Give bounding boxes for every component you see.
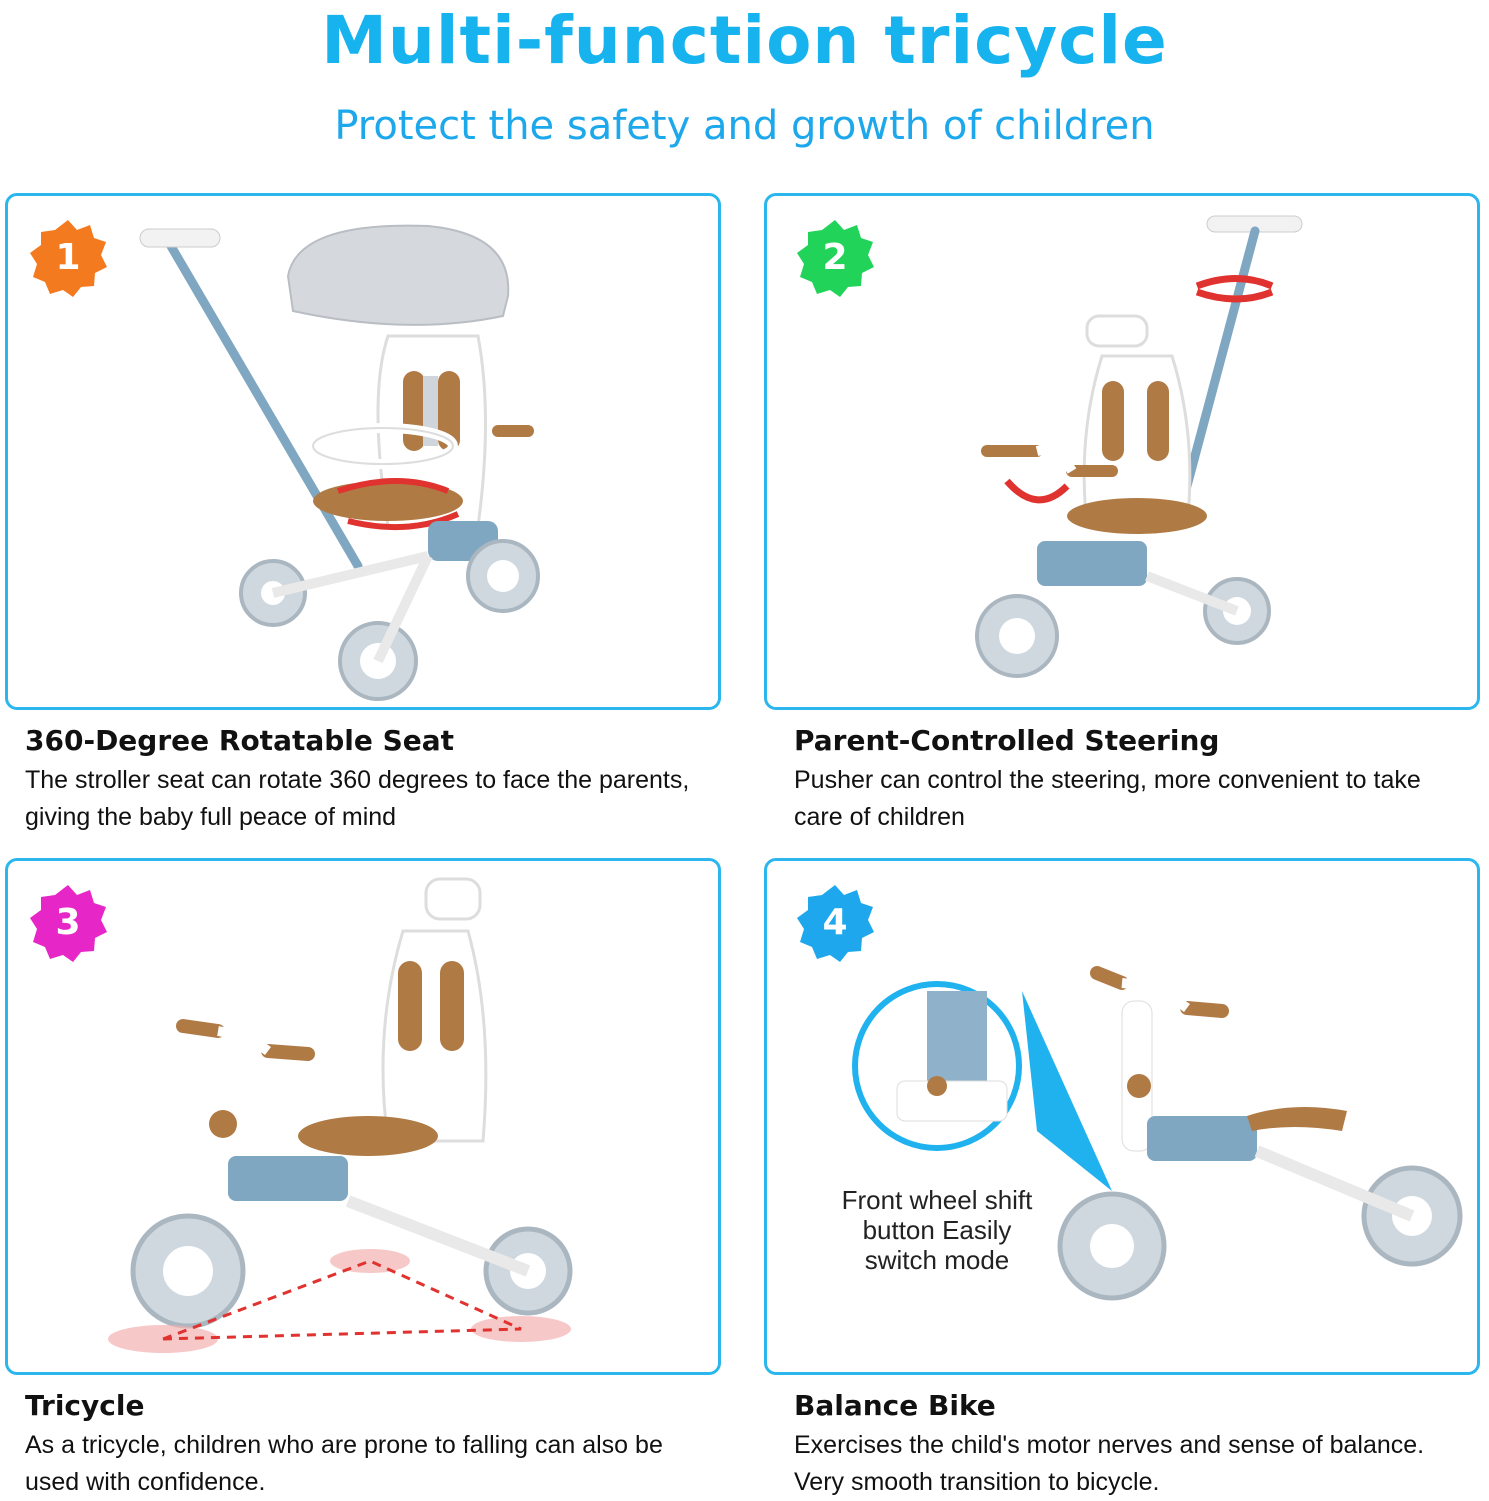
step-4-badge: 4	[795, 883, 875, 963]
step-1-badge: 1	[28, 218, 108, 298]
page-subtitle: Protect the safety and growth of childre…	[334, 103, 1155, 149]
feature-2-title: Parent-Controlled Steering	[794, 724, 1220, 757]
feature-3-description: As a tricycle, children who are prone to…	[25, 1431, 663, 1496]
starburst-icon	[797, 220, 874, 297]
page-title: Multi-function tricycle	[321, 2, 1168, 79]
starburst-icon	[30, 220, 107, 297]
feature-panel-1: 1	[5, 193, 721, 710]
step-2-badge: 2	[795, 218, 875, 298]
stroller-mode-tricycle-icon	[139, 224, 540, 701]
feature-3-title: Tricycle	[25, 1389, 145, 1422]
front-wheel-shift-callout: Front wheel shift button Easily switch m…	[841, 1185, 1033, 1275]
starburst-icon	[30, 885, 107, 962]
step-3-badge: 3	[28, 883, 108, 963]
starburst-icon	[797, 885, 874, 962]
feature-panel-4: Front wheel shift button Easily switch m…	[764, 858, 1480, 1375]
feature-1-title: 360-Degree Rotatable Seat	[25, 724, 455, 757]
tricycle-mode-icon	[108, 877, 573, 1353]
feature-2-description: Pusher can control the steering, more co…	[794, 766, 1421, 831]
feature-1-description: The stroller seat can rotate 360 degrees…	[25, 766, 690, 831]
push-handle-steering-tricycle-icon	[975, 215, 1303, 678]
feature-4-description: Exercises the child's motor nerves and s…	[794, 1431, 1425, 1496]
feature-4-title: Balance Bike	[794, 1389, 996, 1422]
feature-panel-3: 3	[5, 858, 721, 1375]
balance-bike-mode-icon	[852, 966, 1463, 1301]
feature-panel-2: 2	[764, 193, 1480, 710]
